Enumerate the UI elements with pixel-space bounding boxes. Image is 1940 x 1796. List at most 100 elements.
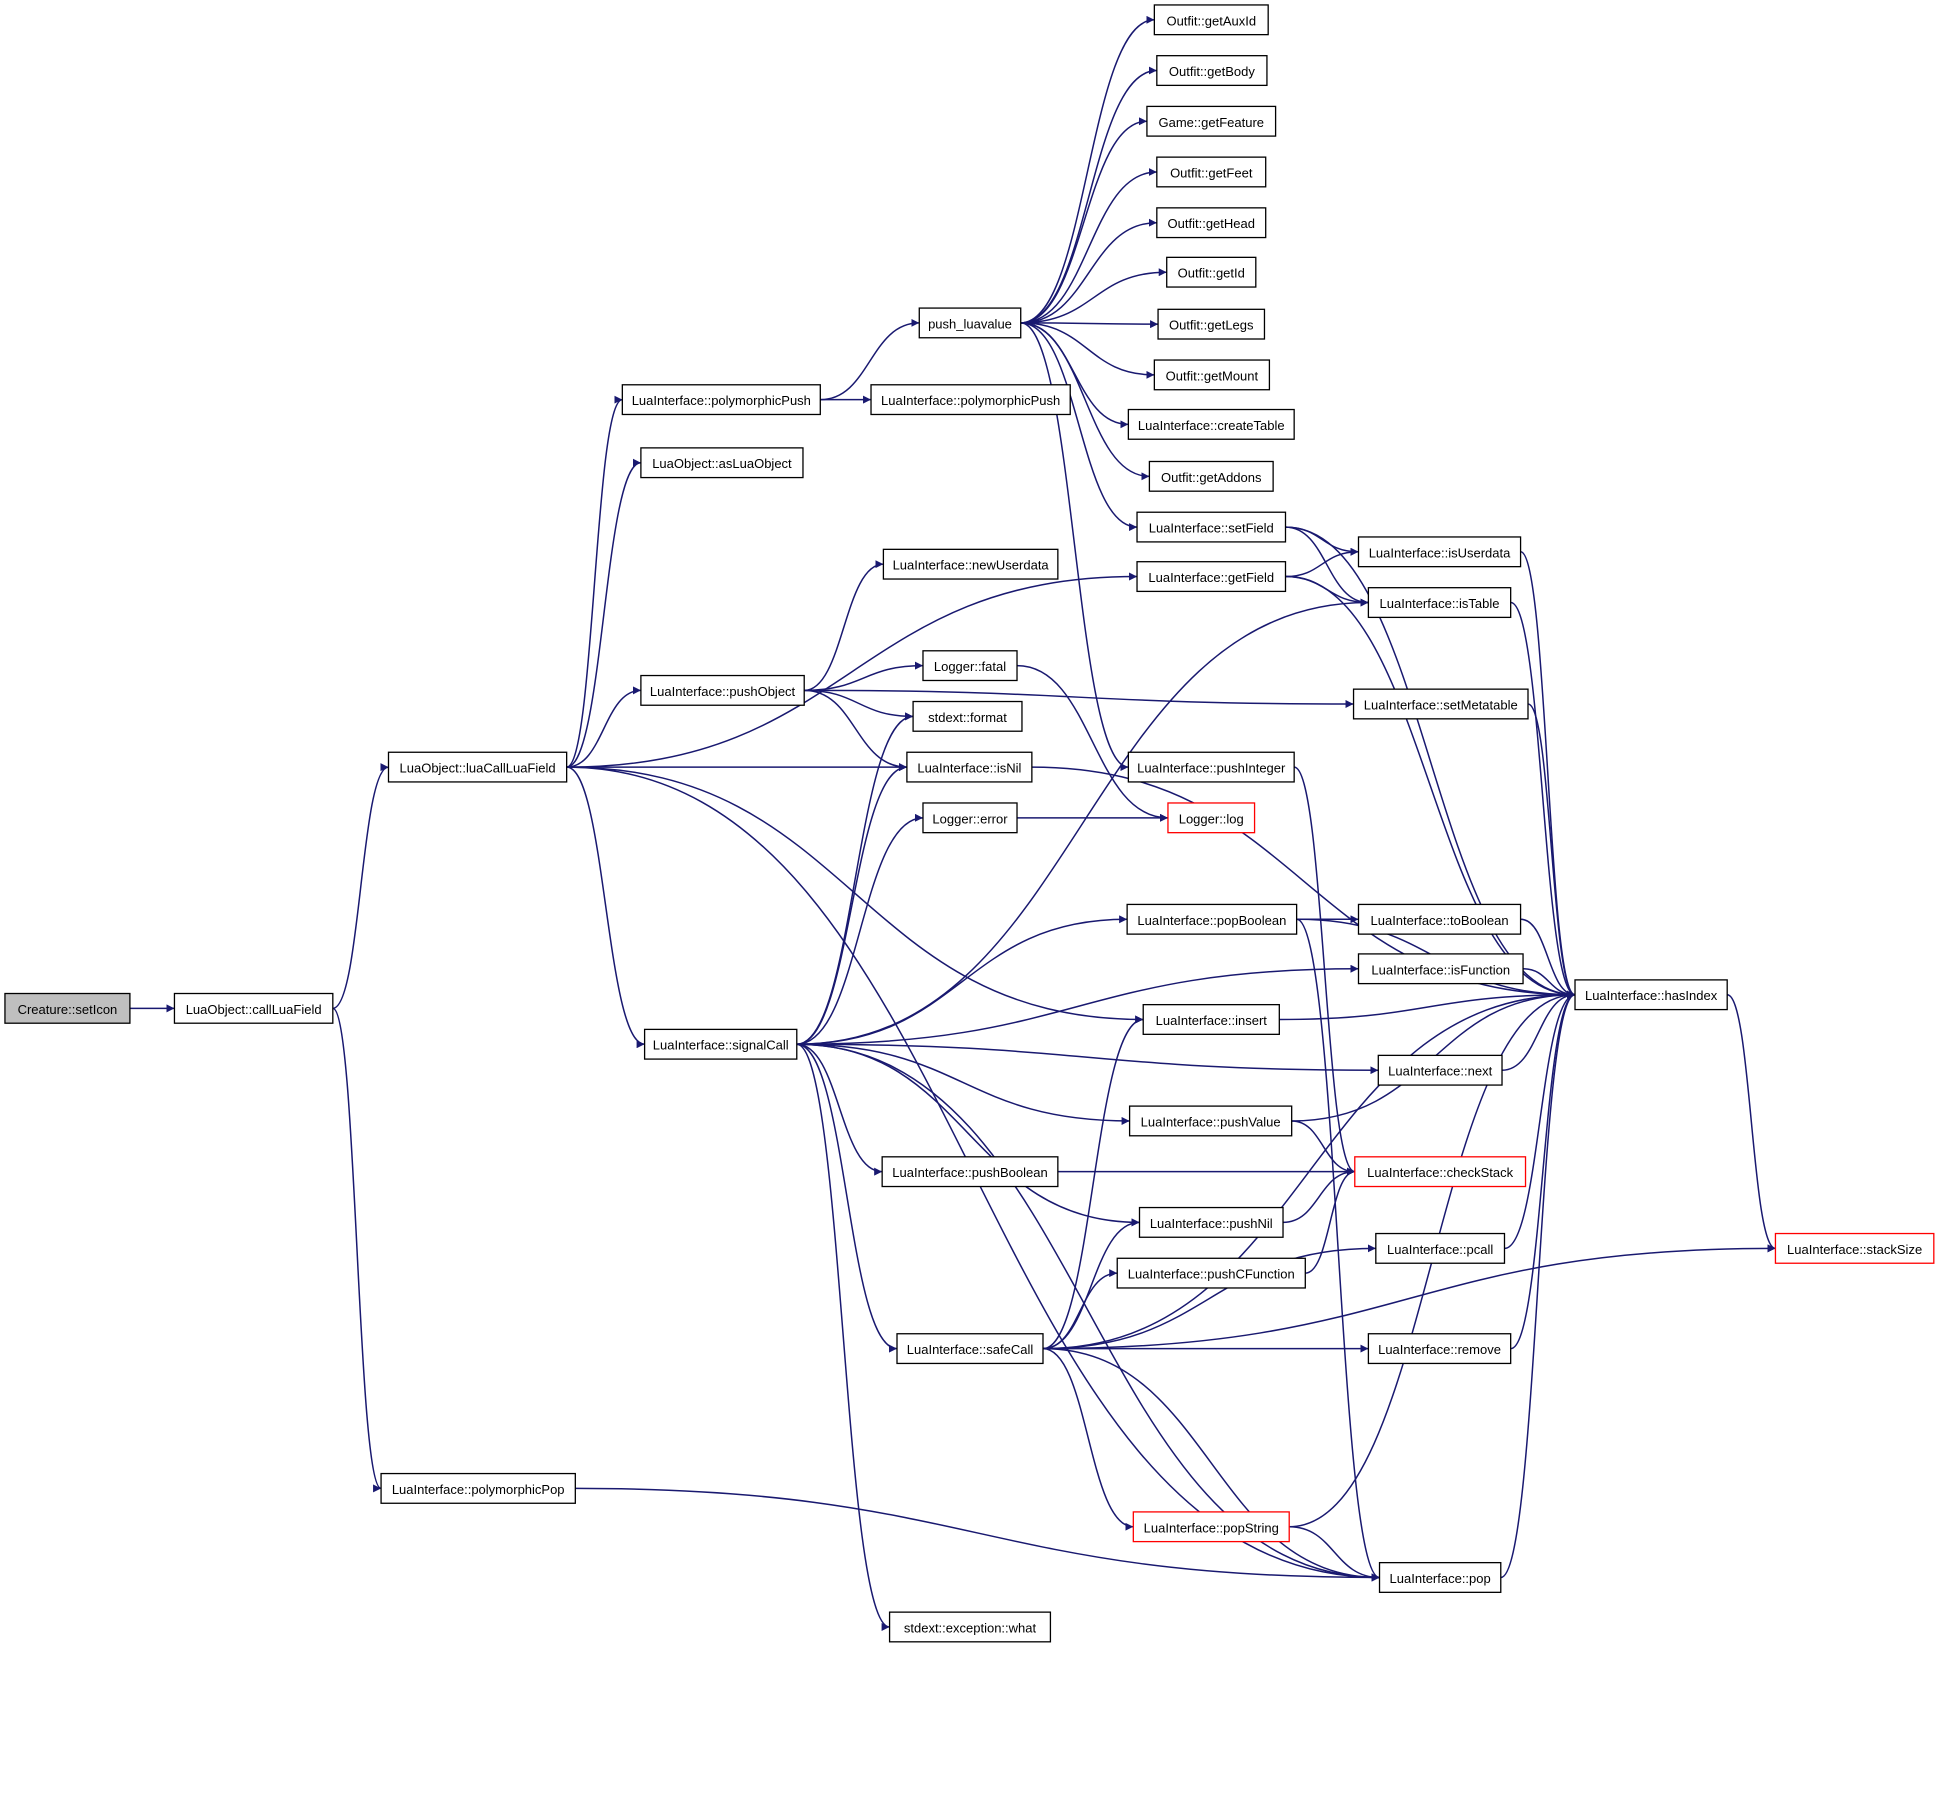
node-label: LuaInterface::checkStack — [1367, 1165, 1513, 1180]
node-id[interactable]: Outfit::getId — [1166, 256, 1257, 288]
node-label: LuaInterface::signalCall — [653, 1038, 789, 1053]
node-box — [922, 802, 1018, 834]
edge-n_popb-to-n_pop — [1296, 918, 1380, 1582]
edge-n_pushlv-to-n_id — [1020, 268, 1167, 324]
node-box — [1138, 1206, 1284, 1238]
edge-n_pint-to-n_chks — [1293, 766, 1356, 1176]
edge-n_fatal-to-n_log — [1017, 664, 1168, 822]
edge-n_setmt-to-n_hasidx — [1527, 703, 1576, 999]
node-auxid[interactable]: Outfit::getAuxId — [1153, 4, 1269, 36]
edge-n_getf-to-n_isud — [1285, 547, 1359, 578]
node-box — [640, 447, 804, 479]
node-label: LuaInterface::pushValue — [1141, 1114, 1281, 1129]
node-hasidx[interactable]: LuaInterface::hasIndex — [1574, 979, 1728, 1011]
node-head[interactable]: Outfit::getHead — [1156, 207, 1267, 239]
node-label: Creature::setIcon — [18, 1002, 118, 1017]
edge-n_pobj-to-n_setmt — [804, 689, 1354, 708]
node-lerr[interactable]: Logger::error — [922, 802, 1018, 834]
node-box — [1148, 460, 1274, 492]
node-istab[interactable]: LuaInterface::isTable — [1367, 587, 1512, 619]
edge-n_pobj-to-n_fatal — [804, 661, 923, 692]
node-sigc[interactable]: LuaInterface::signalCall — [643, 1028, 798, 1060]
node-setmt[interactable]: LuaInterface::setMetatable — [1352, 688, 1529, 720]
node-remove[interactable]: LuaInterface::remove — [1367, 1333, 1512, 1365]
node-feat[interactable]: Game::getFeature — [1146, 105, 1277, 137]
node-pcall[interactable]: LuaInterface::pcall — [1375, 1232, 1506, 1264]
node-pval[interactable]: LuaInterface::pushValue — [1128, 1105, 1293, 1137]
node-label: LuaObject::callLuaField — [186, 1002, 322, 1017]
node-label: Outfit::getFeet — [1170, 165, 1253, 180]
edge-n_pushlv-to-n_mount — [1020, 322, 1155, 379]
node-next[interactable]: LuaInterface::next — [1377, 1054, 1503, 1086]
node-clf[interactable]: LuaObject::callLuaField — [173, 992, 334, 1024]
edge-n_pops-to-n_pop — [1289, 1526, 1380, 1582]
node-label: LuaInterface::pushObject — [650, 684, 796, 699]
node-pcf[interactable]: LuaInterface::pushCFunction — [1116, 1257, 1306, 1289]
node-mount[interactable]: Outfit::getMount — [1153, 359, 1271, 391]
node-box — [1153, 359, 1271, 391]
node-pbool[interactable]: LuaInterface::pushBoolean — [881, 1156, 1059, 1188]
node-isfn[interactable]: LuaInterface::isFunction — [1357, 953, 1524, 985]
edge-n_pushlv-to-n_feat — [1020, 117, 1147, 324]
node-setf[interactable]: LuaInterface::setField — [1136, 511, 1287, 543]
node-box — [1142, 1003, 1280, 1035]
node-isnil[interactable]: LuaInterface::isNil — [906, 751, 1033, 783]
node-ins[interactable]: LuaInterface::insert — [1142, 1003, 1280, 1035]
node-box — [1354, 1156, 1527, 1188]
node-fmt[interactable]: stdext::format — [912, 700, 1023, 732]
node-ppush[interactable]: LuaInterface::polymorphicPush — [621, 384, 821, 416]
node-popb[interactable]: LuaInterface::popBoolean — [1126, 903, 1298, 935]
node-body[interactable]: Outfit::getBody — [1156, 55, 1268, 87]
node-pushlv[interactable]: push_luavalue — [918, 307, 1022, 339]
node-label: LuaInterface::insert — [1156, 1013, 1268, 1028]
node-pint[interactable]: LuaInterface::pushInteger — [1127, 751, 1295, 783]
node-box — [173, 992, 334, 1024]
node-pop[interactable]: LuaInterface::pop — [1378, 1561, 1502, 1593]
node-ssize[interactable]: LuaInterface::stackSize — [1774, 1232, 1935, 1264]
node-box — [1357, 536, 1522, 568]
node-pops[interactable]: LuaInterface::popString — [1132, 1511, 1290, 1543]
edge-n_ppush-to-n_pushlv — [820, 318, 920, 401]
node-box — [896, 1333, 1044, 1365]
node-aslo[interactable]: LuaObject::asLuaObject — [640, 447, 804, 479]
edge-n_pushlv-to-n_addons — [1020, 322, 1150, 481]
node-ppop[interactable]: LuaInterface::polymorphicPop — [380, 1472, 576, 1504]
node-fatal[interactable]: Logger::fatal — [922, 650, 1018, 682]
node-box — [621, 384, 821, 416]
node-pnil[interactable]: LuaInterface::pushNil — [1138, 1206, 1284, 1238]
node-log[interactable]: Logger::log — [1167, 802, 1256, 834]
node-getf[interactable]: LuaInterface::getField — [1136, 561, 1287, 593]
node-tobool[interactable]: LuaInterface::toBoolean — [1357, 903, 1522, 935]
node-box — [1352, 688, 1529, 720]
node-box — [906, 751, 1033, 783]
node-label: LuaInterface::safeCall — [907, 1342, 1034, 1357]
node-chks[interactable]: LuaInterface::checkStack — [1354, 1156, 1527, 1188]
node-label: LuaInterface::setMetatable — [1364, 697, 1518, 712]
edge-n_safec-to-n_ssize — [1042, 1244, 1776, 1350]
node-box — [1378, 1561, 1502, 1593]
edge-n_sigc-to-n_lerr — [796, 813, 923, 1045]
node-isud[interactable]: LuaInterface::isUserdata — [1357, 536, 1522, 568]
node-box — [1375, 1232, 1506, 1264]
edge-n_sigc-to-n_isfn — [796, 964, 1359, 1045]
node-ppush2[interactable]: LuaInterface::polymorphicPush — [870, 384, 1071, 416]
edge-n_pnil-to-n_chks — [1283, 1167, 1355, 1224]
node-lclf[interactable]: LuaObject::luaCallLuaField — [387, 751, 568, 783]
node-newud[interactable]: LuaInterface::newUserdata — [882, 548, 1059, 580]
node-legs[interactable]: Outfit::getLegs — [1157, 308, 1266, 340]
node-label: LuaInterface::pushNil — [1150, 1216, 1273, 1231]
node-ctab[interactable]: LuaInterface::createTable — [1127, 408, 1295, 440]
edge-n_sigc-to-n_safec — [796, 1043, 898, 1353]
node-addons[interactable]: Outfit::getAddons — [1148, 460, 1274, 492]
node-what[interactable]: stdext::exception::what — [888, 1611, 1052, 1643]
node-root[interactable]: Creature::setIcon — [4, 992, 131, 1024]
node-box — [1116, 1257, 1306, 1289]
node-label: Logger::log — [1179, 811, 1244, 826]
node-feet[interactable]: Outfit::getFeet — [1156, 156, 1267, 188]
node-safec[interactable]: LuaInterface::safeCall — [896, 1333, 1044, 1365]
edge-n_next-to-n_hasidx — [1502, 990, 1576, 1071]
node-label: LuaInterface::hasIndex — [1585, 988, 1718, 1003]
node-pobj[interactable]: LuaInterface::pushObject — [640, 674, 805, 706]
node-label: LuaInterface::toBoolean — [1371, 913, 1509, 928]
edge-n_lclf-to-n_ppush — [566, 395, 623, 768]
